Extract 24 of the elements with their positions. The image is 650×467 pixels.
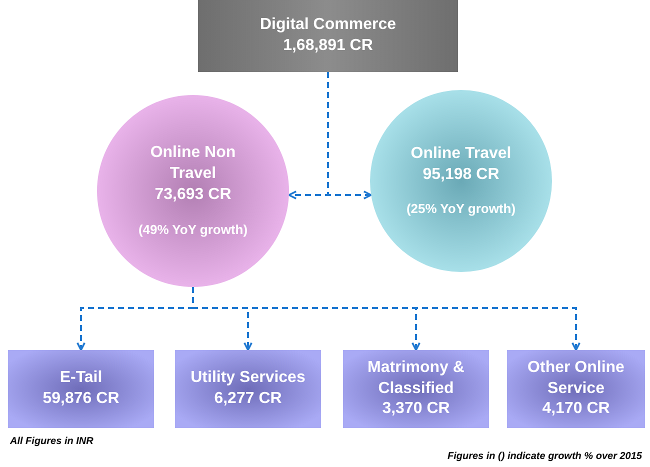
category-box — [175, 350, 321, 428]
node-title: Matrimony & Classified — [366, 358, 466, 399]
node-value: 73,693 CR — [154, 184, 232, 205]
node-value: 3,370 CR — [382, 399, 450, 420]
node-title: Utility Services — [190, 368, 306, 388]
category-box — [343, 350, 489, 428]
node-value: 95,198 CR — [422, 164, 500, 185]
node-value: (25% YoY growth) — [406, 201, 516, 218]
category-box — [8, 350, 154, 428]
node-title: E-Tail — [60, 368, 102, 388]
node-title: Online Non Travel — [149, 143, 237, 184]
node-value: 4,170 CR — [542, 399, 610, 420]
category-box — [198, 0, 458, 72]
node-title: Digital Commerce — [260, 15, 396, 36]
footnote: Figures in () indicate growth % over 2015 — [448, 450, 642, 464]
dashed-arrow — [327, 72, 372, 200]
node-title: Other Online Service — [526, 358, 626, 399]
node-value: 6,277 CR — [214, 389, 282, 409]
category-box — [507, 350, 645, 428]
footnote: All Figures in INR — [10, 435, 94, 449]
node-value: (49% YoY growth) — [138, 222, 248, 239]
node-title: Online Travel — [410, 144, 512, 164]
node-value: 1,68,891 CR — [283, 36, 373, 56]
node-value: 59,876 CR — [42, 389, 120, 409]
